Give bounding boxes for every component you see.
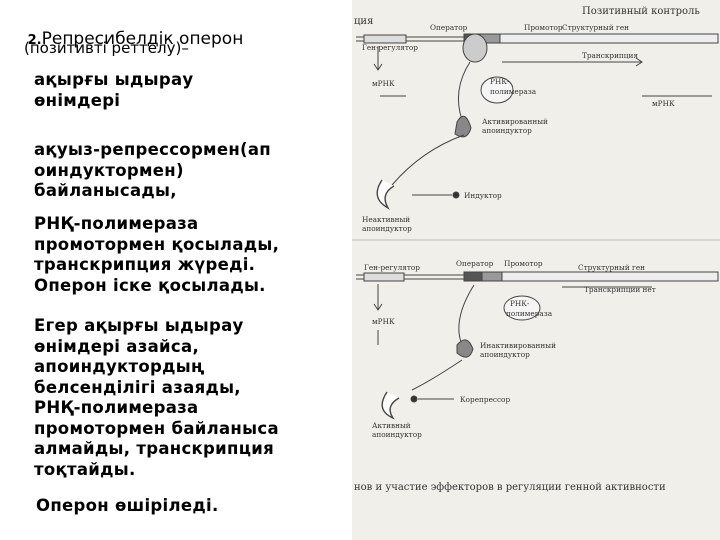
fig-title-fragment: ция xyxy=(354,16,373,27)
paragraph-5: Оперон өшіріледі. xyxy=(36,496,219,517)
bottom-rna-polymerase-2: полимераза xyxy=(506,309,553,318)
bottom-gene-regulator: Ген-регулятор xyxy=(364,263,420,272)
bottom-rna-polymerase-1: РНК- xyxy=(510,299,530,308)
fig-caption: нов и участие эффекторов в регуляции ген… xyxy=(354,482,666,493)
paragraph-1: ақырғы ыдырау өнімдері xyxy=(34,70,193,111)
top-inactive-apo-2: апоиндуктор xyxy=(362,224,412,233)
bottom-inactivated-apo-2: апоиндуктор xyxy=(480,350,530,359)
bottom-active-apo-1: Активный xyxy=(372,421,411,430)
top-rna-polymerase-2: полимераза xyxy=(490,87,537,96)
fig-title: Позитивный контроль xyxy=(582,6,700,17)
paragraph-2: ақуыз-репрессормен(ап оиндуктормен) байл… xyxy=(34,140,271,202)
top-activated-apo-2: апоиндуктор xyxy=(482,126,532,135)
operon-diagram-photo: ция Позитивный контроль Ген-регулятор Оп… xyxy=(352,0,720,540)
top-transcription: Транскрипция xyxy=(582,51,638,60)
top-mrna-right: мРНК xyxy=(652,99,675,108)
top-activated-apo-1: Активированный xyxy=(482,117,548,126)
paragraph-4: Егер ақырғы ыдырау өнімдері азайса, апои… xyxy=(34,316,279,480)
bottom-structural-gene: Структурный ген xyxy=(578,263,645,272)
paragraph-3: РНҚ-полимераза промотормен қосылады, тра… xyxy=(34,214,279,296)
top-inactive-apo-1: Неактивный xyxy=(362,215,410,224)
bottom-active-apo-2: апоиндуктор xyxy=(372,430,422,439)
top-mrna-left: мРНК xyxy=(372,79,395,88)
top-promoter: Промотор xyxy=(524,23,563,32)
bottom-corepressor: Корепрессор xyxy=(460,395,510,404)
slide-subheading: (позитивті реттелу)– xyxy=(24,39,189,57)
bottom-operator: Оператор xyxy=(456,259,494,268)
bottom-promoter: Промотор xyxy=(504,259,543,268)
operon-diagram: ция Позитивный контроль Ген-регулятор Оп… xyxy=(352,0,720,540)
top-rna-polymerase-1: РНК- xyxy=(490,77,510,86)
text-panel: 2.Репресибелдік оперон (позитивті реттел… xyxy=(0,0,352,540)
top-inductor: Индуктор xyxy=(464,191,502,200)
top-operator: Оператор xyxy=(430,23,468,32)
bottom-inactivated-apo-1: Инактивированный xyxy=(480,341,556,350)
top-gene-regulator: Ген-регулятор xyxy=(362,43,418,52)
bottom-no-transcription: Транскрипции нет xyxy=(584,285,656,294)
top-structural-gene: Структурный ген xyxy=(562,23,629,32)
bottom-mrna: мРНК xyxy=(372,317,395,326)
